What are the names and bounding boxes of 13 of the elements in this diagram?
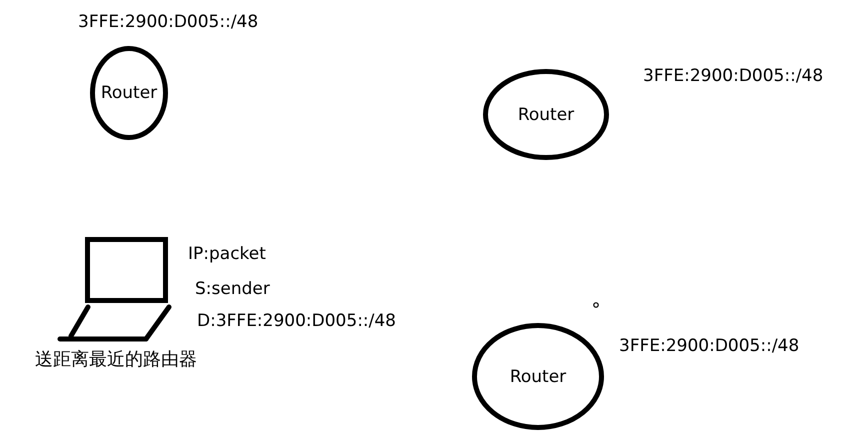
router-ellipse xyxy=(90,46,168,140)
address-label: 3FFE:2900:D005::/48 xyxy=(78,12,258,32)
router-label: Router xyxy=(516,104,576,124)
caption-text: 送距离最近的路由器 xyxy=(35,350,197,370)
sender-label: S:sender xyxy=(195,279,270,299)
router-ellipse xyxy=(472,323,604,430)
router-ellipse xyxy=(483,69,609,160)
address-label: 3FFE:2900:D005::/48 xyxy=(619,336,800,356)
router-label: Router xyxy=(508,366,568,386)
router-label: Router xyxy=(100,83,158,103)
packet-label: IP:packet xyxy=(188,244,266,264)
destination-label: D:3FFE:2900:D005::/48 xyxy=(197,311,396,331)
address-label: 3FFE:2900:D005::/48 xyxy=(643,66,824,86)
